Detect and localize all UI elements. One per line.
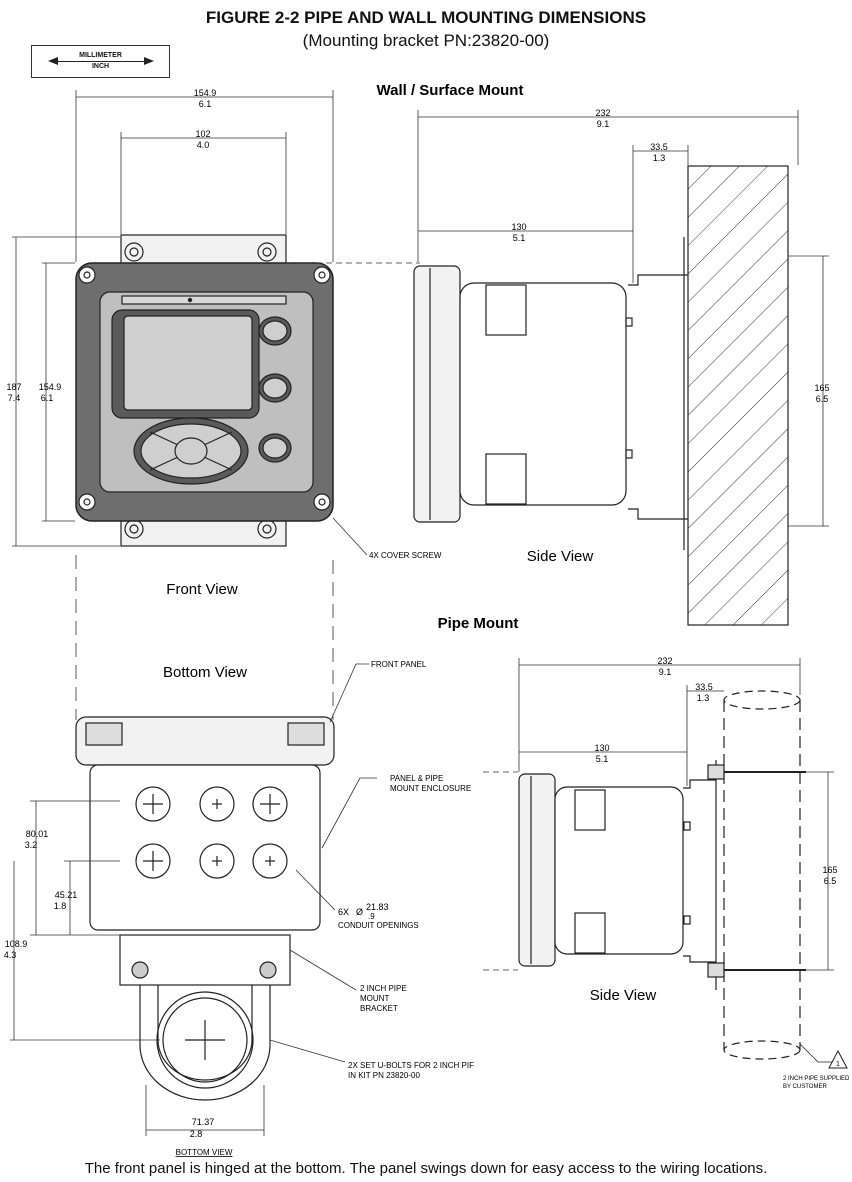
callout-conduit: CONDUIT OPENINGS — [338, 921, 419, 930]
front-dimension-lines — [12, 90, 420, 720]
dim-wall-height-in: 6.5 — [816, 394, 829, 404]
dim-wall-body-depth-mm: 130 — [511, 222, 526, 232]
bottom-callout-leaders — [269, 663, 377, 1063]
wall-dimension-lines — [417, 110, 829, 527]
dim-front-outer-w-mm: 154.9 — [194, 88, 217, 98]
wall-side-view — [413, 165, 789, 626]
legend-arrow-left-icon — [48, 57, 58, 65]
legend-arrow-right-icon — [144, 57, 154, 65]
legend-millimeter: MILLIMETER — [79, 52, 122, 59]
bottom-view — [75, 716, 335, 1101]
dim-bottom-total-in: 4.3 — [4, 950, 17, 960]
legend-line — [50, 61, 150, 62]
dim-front-total-h-in: 7.4 — [8, 393, 21, 403]
label-bottom-view: Bottom View — [163, 664, 247, 681]
warning-triangle-icon — [799, 1043, 848, 1069]
label-side-view-pipe: Side View — [590, 987, 657, 1004]
dim-wall-total-depth-in: 9.1 — [597, 119, 610, 129]
dim-wall-height-mm: 165 — [814, 383, 829, 393]
label-side-view-wall: Side View — [527, 548, 594, 565]
dim-wall-total-depth-mm: 232 — [595, 108, 610, 118]
callout-ubolts-line2: IN KIT PN 23820-00 — [348, 1071, 420, 1080]
dim-pipe-height-mm: 165 — [822, 865, 837, 875]
conduit-size-in: .9 — [368, 912, 375, 921]
callout-enclosure-line1: PANEL & PIPE — [390, 774, 443, 783]
dim-front-total-h-mm: 187 — [6, 382, 21, 392]
conduit-size-mm: 21.83 — [366, 902, 389, 912]
dim-bottom-row1-mm: 80.01 — [26, 829, 49, 839]
conduit-count: 6X — [338, 907, 349, 917]
dim-pipe-body-depth-in: 5.1 — [596, 754, 609, 764]
dim-pipe-total-depth-in: 9.1 — [659, 667, 672, 677]
dim-front-inner-w-mm: 102 — [195, 129, 210, 139]
dim-pipe-bracket-depth-mm: 33.5 — [695, 682, 713, 692]
callout-pipe-customer-line2: BY CUSTOMER — [783, 1084, 827, 1090]
dim-wall-bracket-depth-mm: 33.5 — [650, 142, 668, 152]
callout-pipe-bracket-line1: 2 INCH PIPE — [360, 984, 407, 993]
dim-front-inner-w-in: 4.0 — [197, 140, 210, 150]
callout-cover-screw: 4X COVER SCREW — [369, 551, 442, 560]
figure-title: FIGURE 2-2 PIPE AND WALL MOUNTING DIMENS… — [205, 8, 647, 27]
dim-bottom-row1-in: 3.2 — [25, 840, 38, 850]
label-front-view: Front View — [166, 581, 238, 598]
bottom-dimension-lines — [10, 800, 265, 1136]
dim-wall-bracket-depth-in: 1.3 — [653, 153, 666, 163]
legend-inch: INCH — [91, 63, 110, 70]
leader-cover-screw — [332, 517, 368, 556]
dim-wall-body-depth-in: 5.1 — [513, 233, 526, 243]
dim-pipe-bracket-depth-in: 1.3 — [697, 693, 710, 703]
label-bottom-view-caption: BOTTOM VIEW — [176, 1148, 233, 1157]
section-wall-mount: Wall / Surface Mount — [377, 82, 524, 99]
dim-bottom-pipe-w-mm: 71.37 — [192, 1117, 215, 1127]
front-view — [75, 234, 334, 547]
callout-pipe-bracket-line2: MOUNT — [360, 994, 389, 1003]
dim-front-body-h-in: 6.1 — [41, 393, 54, 403]
callout-enclosure-line2: MOUNT ENCLOSURE — [390, 784, 471, 793]
footer-note: The front panel is hinged at the bottom.… — [84, 1160, 768, 1177]
callout-front-panel: FRONT PANEL — [371, 660, 427, 669]
dim-bottom-row2-mm: 45.21 — [55, 890, 78, 900]
conduit-diameter-symbol: Ø — [356, 907, 363, 917]
dim-bottom-total-mm: 108.9 — [5, 939, 28, 949]
callout-ubolts-line1: 2X SET U-BOLTS FOR 2 INCH PIF — [348, 1061, 474, 1070]
dim-pipe-body-depth-mm: 130 — [594, 743, 609, 753]
units-legend: MILLIMETER INCH — [31, 45, 170, 78]
section-pipe-mount: Pipe Mount — [438, 615, 519, 632]
dim-front-outer-w-in: 6.1 — [199, 99, 212, 109]
dim-pipe-total-depth-mm: 232 — [657, 656, 672, 666]
pipe-side-view — [518, 690, 806, 1060]
figure-subtitle: (Mounting bracket PN:23820-00) — [302, 31, 550, 50]
dim-bottom-pipe-w-in: 2.8 — [190, 1129, 203, 1139]
callout-pipe-customer-line1: 2 INCH PIPE SUPPLIED — [783, 1076, 850, 1082]
pipe-dimension-lines — [483, 658, 834, 971]
dim-bottom-row2-in: 1.8 — [54, 901, 67, 911]
warning-mark: 1 — [836, 1061, 840, 1068]
dim-pipe-height-in: 6.5 — [824, 876, 837, 886]
callout-pipe-bracket-line3: BRACKET — [360, 1004, 398, 1013]
dim-front-body-h-mm: 154.9 — [39, 382, 62, 392]
